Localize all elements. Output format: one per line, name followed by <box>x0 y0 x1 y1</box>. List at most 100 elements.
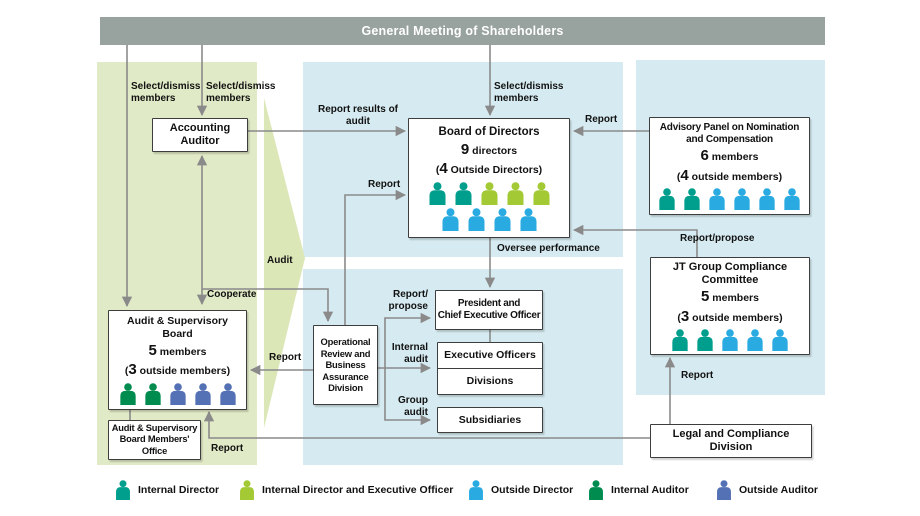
legal-compliance-title: Legal and Compliance Division <box>672 427 790 453</box>
orbad-box: Operational Review and Business Assuranc… <box>313 325 378 405</box>
person-icon <box>734 188 750 211</box>
person-icon <box>672 329 688 352</box>
divisions-title: Divisions <box>466 375 514 388</box>
compliance-committee-member-icons <box>670 326 790 352</box>
line-audit-to-orbad <box>202 288 334 323</box>
outside-auditor-icon <box>715 480 733 500</box>
person-icon <box>493 207 511 231</box>
president-ceo-box: President and Chief Executive Officer <box>435 290 543 330</box>
person-icon <box>684 188 700 211</box>
label-advisory-report-board: Report <box>585 114 618 125</box>
legal-compliance-box: Legal and Compliance Division <box>650 424 812 458</box>
compliance-committee-outside-count: (3 outside members) <box>677 307 783 325</box>
label-select-dismiss-board: Select/dismiss members <box>494 81 564 104</box>
legend-internal-auditor: Internal Auditor <box>587 477 689 503</box>
advisory-panel-count: 6 members <box>700 147 759 165</box>
legend-internal-director-executive: Internal Director and Executive Officer <box>238 477 453 503</box>
label-select-dismiss-asb: Select/dismiss members <box>131 81 201 104</box>
person-icon <box>240 480 254 500</box>
label-cooperate: Cooperate <box>207 289 257 300</box>
asb-office-title: Audit & Supervisory Board Members' Offic… <box>111 423 198 456</box>
person-icon <box>467 207 485 231</box>
asb-member-icons <box>118 380 238 405</box>
advisory-panel-box: Advisory Panel on Nomination and Compens… <box>649 117 810 215</box>
general-meeting-title: General Meeting of Shareholders <box>361 24 564 38</box>
label-orbad-report-asb: Report <box>269 352 302 363</box>
person-icon <box>119 383 136 405</box>
executive-officers-title: Executive Officers <box>444 349 536 362</box>
asb-title: Audit & Supervisory Board <box>127 315 228 340</box>
internal-director-icon <box>114 480 132 500</box>
internal-director-executive-icon <box>238 480 256 500</box>
label-legal-report-asb: Report <box>211 443 244 454</box>
board-title: Board of Directors <box>438 126 540 139</box>
person-icon <box>784 188 800 211</box>
subsidiaries-box: Subsidiaries <box>437 407 543 433</box>
person-icon <box>144 383 161 405</box>
label-oversee-performance: Oversee performance <box>497 243 600 254</box>
person-icon <box>169 383 186 405</box>
accounting-auditor-box: Accounting Auditor <box>152 118 248 152</box>
member-icon-row <box>427 207 552 231</box>
legend-internal-director: Internal Director <box>114 477 219 503</box>
asb-outside-count: (3 outside members) <box>124 361 231 379</box>
advisory-panel-title: Advisory Panel on Nomination and Compens… <box>659 121 800 145</box>
line-legal-report-to-asb <box>203 410 650 439</box>
legend-internal-auditor-label: Internal Auditor <box>611 484 689 496</box>
executive-officers-divisions-box: Executive Officers Divisions <box>437 342 543 395</box>
legend-internal-director-label: Internal Director <box>138 484 220 496</box>
label-audit: Audit <box>267 255 293 266</box>
compliance-committee-count: 5 members <box>701 288 759 306</box>
person-icon <box>428 181 446 205</box>
person-icon <box>480 181 498 205</box>
board-count: 9 directors <box>460 140 518 158</box>
person-icon <box>506 181 524 205</box>
subsidiaries-title: Subsidiaries <box>458 413 522 426</box>
line-orbad-report-propose-president <box>384 312 432 368</box>
advisory-panel-member-icons <box>657 185 802 211</box>
label-orbad-report-board: Report <box>368 179 401 190</box>
accounting-auditor-title: Accounting Auditor <box>169 121 231 147</box>
general-meeting-header: General Meeting of Shareholders <box>100 17 825 45</box>
label-report-propose-president: Report/ propose <box>388 289 428 312</box>
divisions-cell: Divisions <box>438 369 542 394</box>
audit-direction-arrow <box>264 98 305 428</box>
orbad-title: Operational Review and Business Assuranc… <box>320 336 371 394</box>
internal-auditor-icon <box>587 480 605 500</box>
person-icon <box>722 329 738 352</box>
line-committee-report-to-board <box>572 224 698 257</box>
member-icon-row <box>657 188 802 211</box>
person-icon <box>659 188 675 211</box>
person-icon <box>759 188 775 211</box>
person-icon <box>709 188 725 211</box>
person-icon <box>454 181 472 205</box>
person-icon <box>747 329 763 352</box>
audit-supervisory-board-box: Audit & Supervisory Board 5 members (3 o… <box>108 310 247 410</box>
person-icon <box>717 480 731 500</box>
member-icon-row <box>118 383 238 405</box>
label-legal-report-committee: Report <box>681 370 714 381</box>
person-icon <box>697 329 713 352</box>
advisory-panel-outside-count: (4 outside members) <box>676 166 783 184</box>
asb-count: 5 members <box>148 341 207 359</box>
person-icon <box>194 383 211 405</box>
person-icon <box>116 480 130 500</box>
line-orbad-group-audit <box>384 368 432 426</box>
outside-director-icon <box>467 480 485 500</box>
executive-officers-cell: Executive Officers <box>438 343 542 369</box>
person-icon <box>219 383 236 405</box>
legend-internal-director-executive-label: Internal Director and Executive Officer <box>262 484 454 496</box>
label-internal-audit: Internal audit <box>391 342 428 365</box>
person-icon <box>469 480 483 500</box>
compliance-committee-box: JT Group Compliance Committee 5 members … <box>650 257 810 355</box>
legend-outside-auditor-label: Outside Auditor <box>739 484 818 496</box>
legend-outside-director: Outside Director <box>467 477 573 503</box>
person-icon <box>532 181 550 205</box>
person-icon <box>519 207 537 231</box>
compliance-committee-title: JT Group Compliance Committee <box>672 260 788 286</box>
label-report-results-of-audit: Report results of audit <box>318 104 399 127</box>
person-icon <box>772 329 788 352</box>
label-group-audit: Group audit <box>398 395 428 418</box>
